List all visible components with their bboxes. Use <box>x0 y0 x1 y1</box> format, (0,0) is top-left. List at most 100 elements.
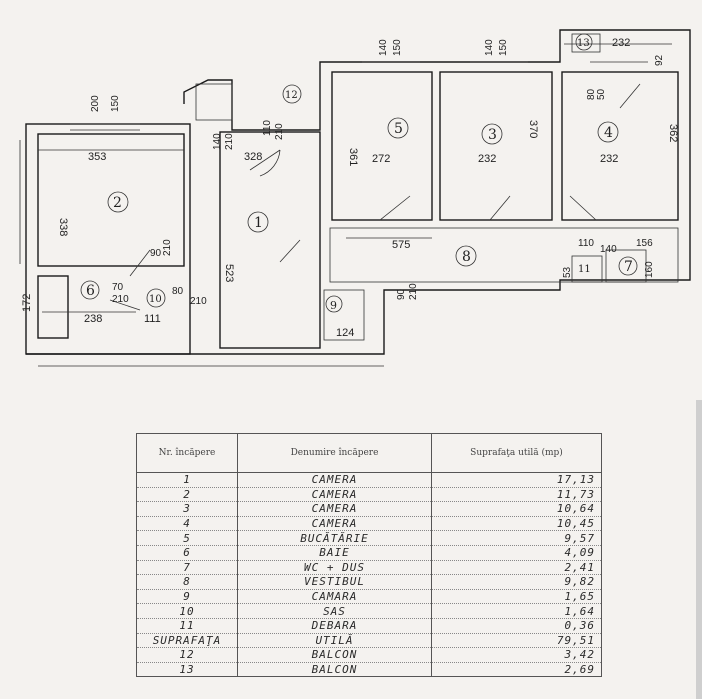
room-number-8: 8 <box>462 249 471 265</box>
walls <box>19 29 691 367</box>
cell-name: UTILĂ <box>237 633 432 649</box>
cell-name: VESTIBUL <box>237 574 432 590</box>
header-room-number: Nr. încăpere <box>136 433 238 473</box>
cell-nr: 1 <box>136 472 238 488</box>
room-number-1: 1 <box>254 215 263 231</box>
door-swing-3 <box>489 195 511 221</box>
door-swing-1 <box>279 239 301 263</box>
dim-361: 361 <box>347 148 359 166</box>
dim-272: 272 <box>372 153 390 165</box>
dim-338: 338 <box>57 218 69 236</box>
cell-area: 9,82 <box>431 574 602 590</box>
dim-232-balcony: 232 <box>612 37 630 49</box>
dim-210-door: 210 <box>274 123 285 140</box>
dim-150-room3: 150 <box>498 39 509 56</box>
door-swing-5 <box>379 195 411 221</box>
room-number-9: 9 <box>330 299 337 312</box>
wall-room-5 <box>331 71 433 221</box>
wall-room-1 <box>219 131 321 349</box>
cell-area: 2,69 <box>431 662 602 678</box>
cell-area: 3,42 <box>431 647 602 663</box>
room-number-7: 7 <box>624 259 633 275</box>
dim-111: 111 <box>144 313 161 325</box>
cell-name: SAS <box>237 603 432 619</box>
cell-area: 17,13 <box>431 472 602 488</box>
cell-nr: 11 <box>136 618 238 634</box>
cell-name: DEBARA <box>237 618 432 634</box>
cell-nr: 6 <box>136 545 238 561</box>
dim-523: 523 <box>223 264 235 282</box>
header-room-name: Denumire încăpere <box>237 433 432 473</box>
wall-room-2 <box>37 133 185 267</box>
room-area-table-container: Nr. încăpere Denumire încăpere Suprafaţa… <box>136 433 602 679</box>
cell-nr: 9 <box>136 589 238 605</box>
room-number-10: 10 <box>149 294 162 305</box>
dim-232-room4: 232 <box>600 153 618 165</box>
room-number-13: 13 <box>577 38 590 49</box>
dim-232-room3: 232 <box>478 153 496 165</box>
room-number-2: 2 <box>113 195 122 211</box>
dim-210-room2: 210 <box>162 239 173 256</box>
dim-575: 575 <box>392 239 410 251</box>
cell-name: BALCON <box>237 662 432 678</box>
dim-210-room8: 210 <box>408 283 419 300</box>
cell-nr: 3 <box>136 501 238 517</box>
wall-room-12-balcony <box>195 83 233 121</box>
cell-area: 10,64 <box>431 501 602 517</box>
dim-200: 200 <box>90 95 101 112</box>
cell-name: WC + DUS <box>237 560 432 576</box>
dim-140-room7: 140 <box>600 244 617 255</box>
room-area-table: Nr. încăpere Denumire încăpere Suprafaţa… <box>136 433 602 678</box>
cell-nr: 5 <box>136 530 238 546</box>
cell-nr: 2 <box>136 487 238 503</box>
cell-nr: 4 <box>136 516 238 532</box>
room-number-3: 3 <box>488 127 497 143</box>
cell-name: BAIE <box>237 545 432 561</box>
cell-area: 9,57 <box>431 530 602 546</box>
dim-70: 70 <box>112 282 124 293</box>
dim-156: 156 <box>636 238 653 249</box>
room-number-12: 12 <box>285 90 298 101</box>
dim-110-room11: 110 <box>578 238 594 249</box>
cell-name: CAMERA <box>237 472 432 488</box>
cell-name: BUCĂTĂRIE <box>237 530 432 546</box>
wall-corridor-8 <box>329 227 679 283</box>
wall-bottom <box>26 250 691 355</box>
cell-area: 0,36 <box>431 618 602 634</box>
cell-name: CAMERA <box>237 501 432 517</box>
door-swing-6 <box>109 299 141 311</box>
dim-50: 50 <box>596 88 607 100</box>
cell-area: 10,45 <box>431 516 602 532</box>
header-usable-area: Suprafaţa utilă (mp) <box>431 433 602 473</box>
dim-353: 353 <box>88 151 106 163</box>
cell-nr: 12 <box>136 647 238 663</box>
dim-150-room5: 150 <box>392 39 403 56</box>
cell-area: 2,41 <box>431 560 602 576</box>
dim-328: 328 <box>244 151 262 163</box>
cell-nr: SUPRAFAŢA <box>136 633 238 649</box>
table-header-row: Nr. încăpere Denumire încăpere Suprafaţa… <box>136 433 602 473</box>
dim-80-room10: 80 <box>172 286 184 297</box>
door-swing-12 <box>249 149 281 177</box>
room-number-6: 6 <box>86 283 95 299</box>
dim-53: 53 <box>562 266 573 278</box>
door-swing-4 <box>569 195 597 221</box>
dim-90-room8: 90 <box>396 288 407 300</box>
cell-area: 1,64 <box>431 603 602 619</box>
dim-160: 160 <box>644 261 655 278</box>
dim-210-room6: 210 <box>112 294 129 305</box>
room-number-11: 11 <box>578 264 591 275</box>
wall-room-11 <box>571 255 603 283</box>
dim-80: 80 <box>586 88 597 100</box>
room-number-5: 5 <box>394 121 403 137</box>
